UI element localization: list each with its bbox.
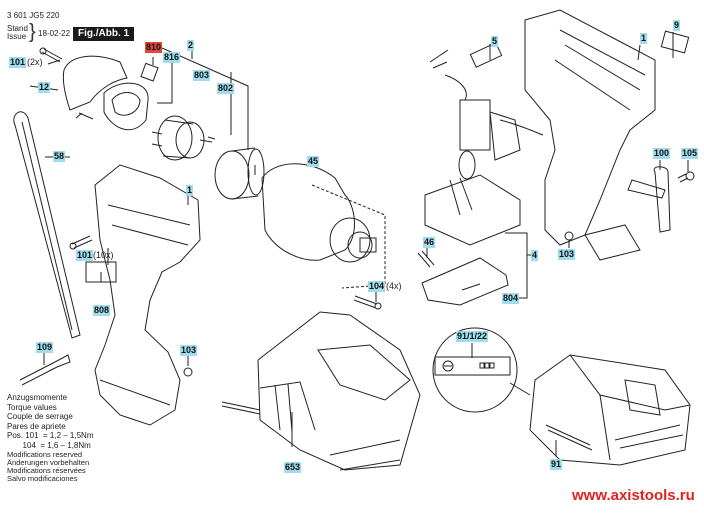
modification-line: Modifications réservées — [7, 466, 86, 475]
part-label-104[interactable]: 104 — [368, 281, 386, 292]
part-number: 3 601 JG5 220 — [7, 11, 60, 20]
modification-line: Salvo modificaciones — [7, 474, 78, 483]
brace-icon: } — [29, 21, 36, 43]
part-label-91[interactable]: 91 — [550, 459, 563, 470]
quantity-104: (4x) — [386, 281, 402, 291]
part-label-808[interactable]: 808 — [93, 305, 111, 316]
part-label-803[interactable]: 803 — [193, 70, 211, 81]
battery-plate-804 — [422, 258, 508, 305]
modification-line: Modifications reserved — [7, 450, 83, 459]
detail-callout-circle — [433, 328, 530, 412]
torque-line: Anzugsmomente — [7, 393, 68, 402]
wrist-strap-58 — [14, 112, 80, 338]
part-label-101-top[interactable]: 101 — [9, 57, 27, 68]
quantity-101-mid: (10x) — [93, 250, 114, 260]
cover-12 — [63, 56, 127, 110]
part-label-58[interactable]: 58 — [53, 151, 66, 162]
brush-810 — [141, 63, 158, 81]
torque-line: Pares de apriete — [7, 421, 66, 431]
part-label-1-housing[interactable]: 1 — [640, 33, 648, 44]
part-label-804[interactable]: 804 — [502, 293, 520, 304]
torque-line: Pos. 101 = 1,2 – 1,5Nm — [7, 431, 94, 440]
part-label-46[interactable]: 46 — [423, 237, 436, 248]
part-label-100[interactable]: 100 — [653, 148, 671, 159]
armature-803 — [152, 116, 215, 160]
torque-line: Couple de serrage — [7, 412, 73, 421]
modification-line: Änderungen vorbehalten — [7, 458, 90, 467]
part-label-109[interactable]: 109 — [36, 342, 54, 353]
torque-values-note: Anzugsmomente Torque values Couple de se… — [7, 393, 94, 450]
part-label-103-right[interactable]: 103 — [558, 249, 576, 260]
screw-101-top — [40, 48, 62, 62]
part-label-105[interactable]: 105 — [681, 148, 699, 159]
part-label-103-left[interactable]: 103 — [180, 345, 198, 356]
part-label-802[interactable]: 802 — [217, 83, 235, 94]
part-label-12[interactable]: 12 — [38, 82, 51, 93]
part-label-816[interactable]: 816 — [163, 52, 181, 63]
housing-half-1 — [95, 165, 200, 425]
switch-assembly — [425, 43, 543, 245]
part-label-653[interactable]: 653 — [284, 462, 302, 473]
part-label-810[interactable]: 810 — [145, 42, 163, 53]
figure-label: Fig./Abb. 1 — [73, 27, 135, 41]
label-sticker-808 — [86, 262, 116, 282]
issue-label: Issue — [7, 32, 27, 41]
belt-clip-100 — [628, 167, 670, 232]
screw-104 — [354, 296, 377, 308]
stand-label: Stand — [7, 24, 28, 33]
leader-lines — [30, 32, 688, 456]
housing-half-right — [525, 10, 655, 260]
part-label-45[interactable]: 45 — [307, 156, 320, 167]
gearbox-45 — [262, 164, 385, 288]
part-label-2[interactable]: 2 — [187, 40, 195, 51]
part-label-4[interactable]: 4 — [531, 250, 539, 261]
torque-line: Torque values — [7, 402, 57, 412]
brush-plate-816 — [104, 83, 148, 130]
magnet-802 — [215, 148, 264, 199]
charger-653 — [222, 312, 420, 470]
battery-pack-91 — [530, 355, 690, 465]
part-label-91-1-22[interactable]: 91/1/22 — [456, 331, 489, 342]
modifications-note: Modifications reserved Änderungen vorbeh… — [7, 451, 89, 483]
torque-line: 104 = 1,6 – 1,8Nm — [7, 440, 91, 450]
part-label-5[interactable]: 5 — [491, 36, 499, 47]
quantity-101-top: (2x) — [27, 57, 43, 67]
screwdriver-bit-109 — [20, 355, 70, 385]
label-9 — [661, 31, 688, 53]
part-label-101-mid[interactable]: 101 — [76, 250, 94, 261]
website-link[interactable]: www.axistools.ru — [572, 487, 695, 504]
part-label-9[interactable]: 9 — [673, 20, 681, 31]
part-label-1-handle[interactable]: 1 — [186, 185, 194, 196]
issue-date: 18-02-22 — [38, 29, 71, 38]
